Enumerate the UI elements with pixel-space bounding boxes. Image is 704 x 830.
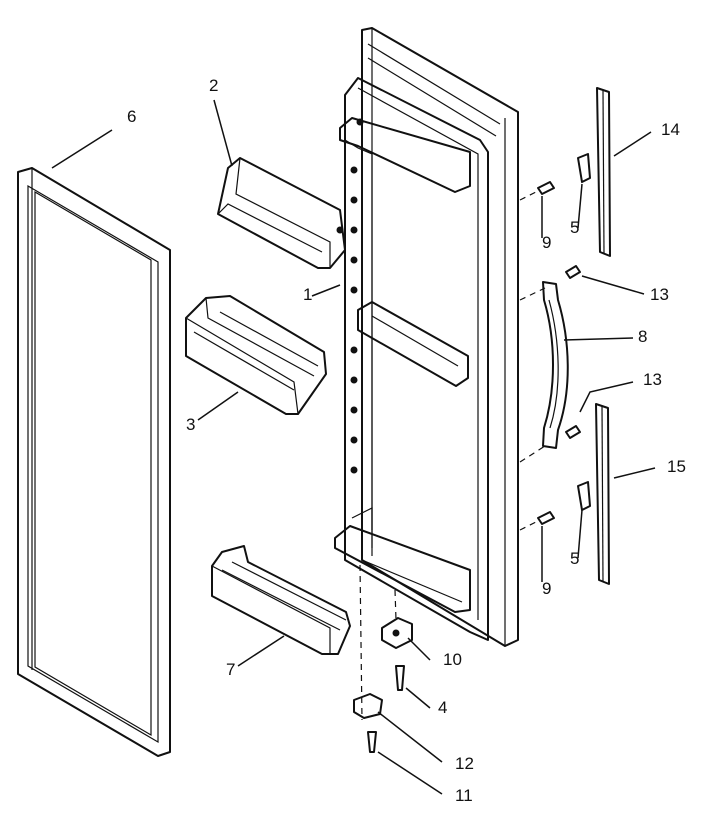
callout-9-top: 9: [542, 233, 551, 252]
callout-13-bottom: 13: [643, 370, 662, 389]
callout-6: 6: [127, 107, 136, 126]
door-gasket: [17, 167, 171, 757]
screw-9-top: [537, 181, 555, 195]
callout-15: 15: [667, 457, 686, 476]
callout-1: 1: [303, 285, 312, 304]
handle-screw-top: [565, 265, 581, 279]
bottom-trim-strip: [595, 403, 610, 585]
top-trim-strip: [596, 87, 611, 257]
liner-holes: [350, 118, 364, 474]
callout-12: 12: [455, 754, 474, 773]
callout-9-bottom: 9: [542, 579, 551, 598]
callout-labels: 1 2 3 4 5 5 6 7 8 9 9 10 11 12 13 13 14 …: [127, 76, 686, 805]
door-assembly: [334, 27, 519, 647]
callout-11: 11: [455, 786, 473, 805]
callout-4: 4: [438, 698, 447, 717]
clip-5-bottom: [577, 481, 591, 511]
callout-8: 8: [638, 327, 647, 346]
hinge-10: [381, 617, 413, 649]
handle-screw-bottom: [565, 425, 581, 439]
screw-9-bottom: [537, 511, 555, 525]
door-handle: [542, 281, 569, 449]
hinge-12: [353, 693, 383, 719]
door-bin: [185, 295, 327, 415]
callout-2: 2: [209, 76, 218, 95]
callout-10: 10: [443, 650, 462, 669]
callout-14: 14: [661, 120, 680, 139]
clip-5-top: [577, 153, 591, 183]
callout-5-top: 5: [570, 218, 579, 237]
dairy-compartment-door: [217, 157, 346, 269]
callout-5-bottom: 5: [570, 549, 579, 568]
screw-11: [367, 731, 377, 753]
callout-7: 7: [226, 660, 235, 679]
callout-13-top: 13: [650, 285, 669, 304]
bottom-door-shelf: [211, 545, 351, 655]
screw-4: [395, 665, 405, 691]
callout-3: 3: [186, 415, 195, 434]
